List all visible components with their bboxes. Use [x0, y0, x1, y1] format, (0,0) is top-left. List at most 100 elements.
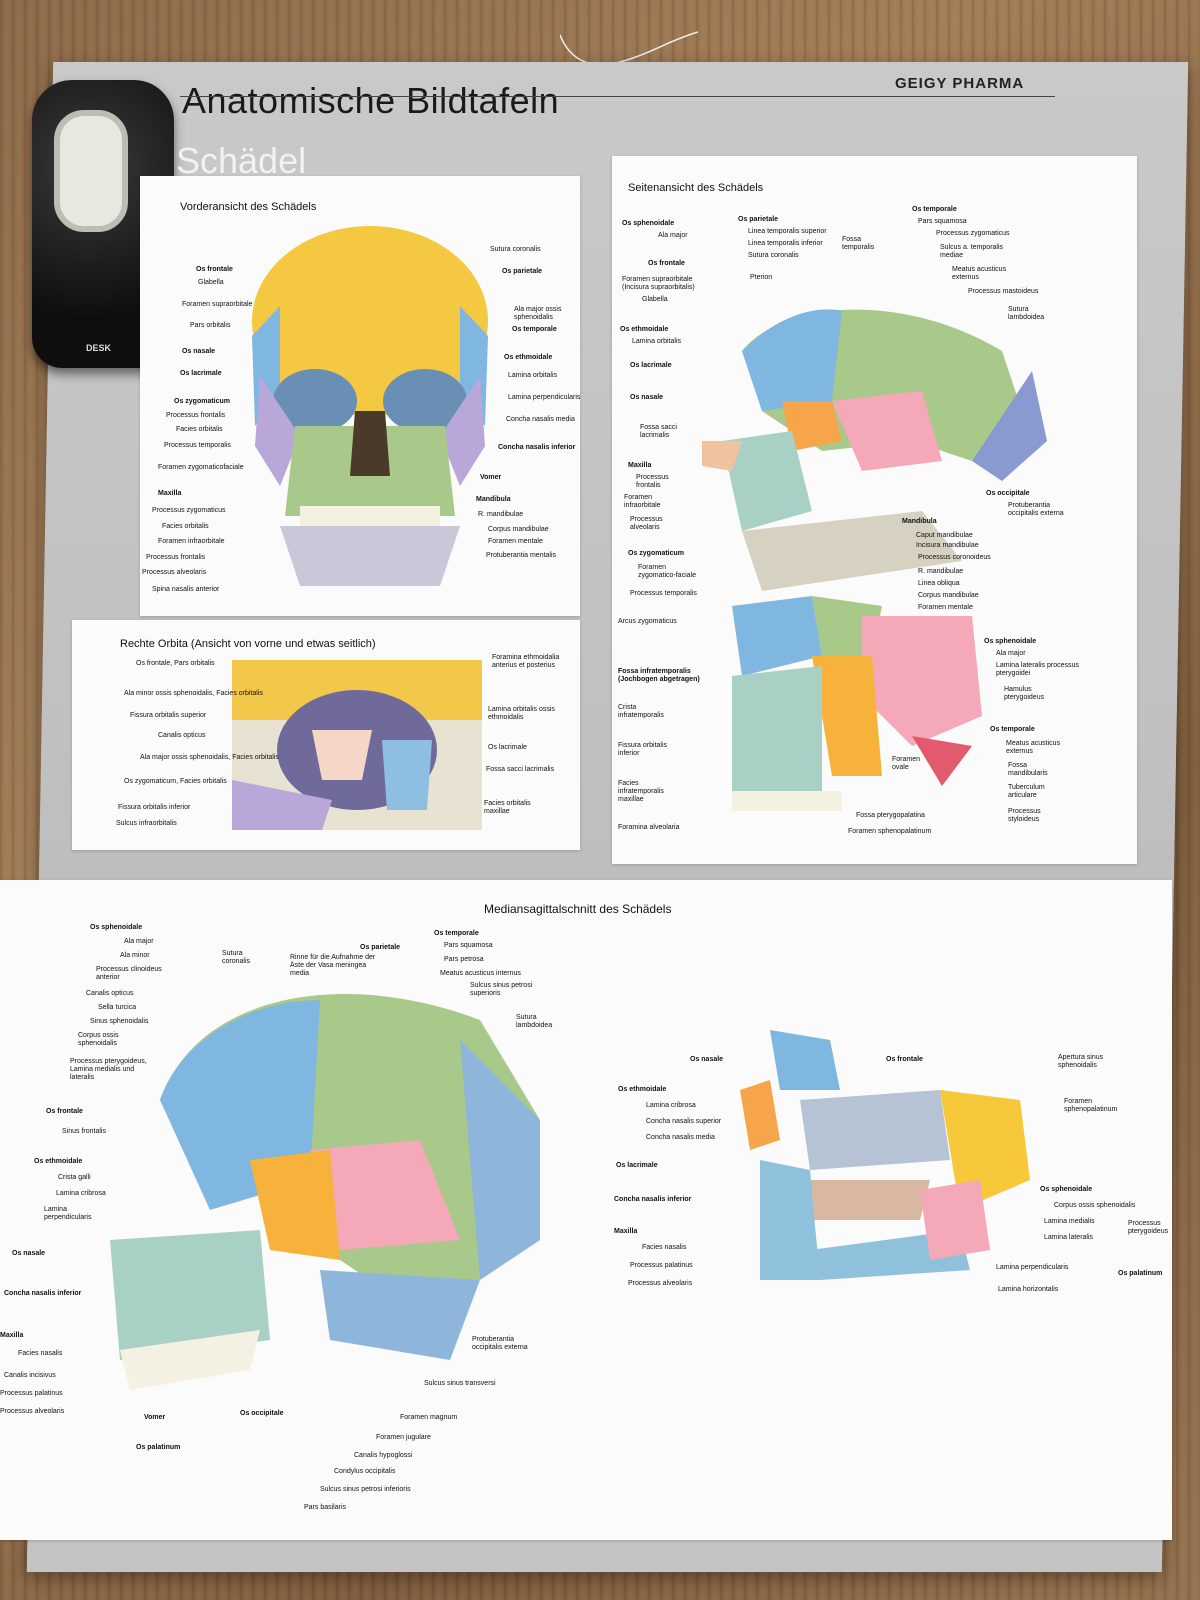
median-skull-illustration: [110, 994, 540, 1390]
label-os-nasale: Os nasale: [630, 394, 664, 401]
label-lamina-orbitalis: Lamina orbitalis: [632, 338, 682, 345]
label-fossa-pterygopalatina: Fossa pterygopalatina: [856, 812, 925, 819]
label-spina-nasalis-anterior: Spina nasalis anterior: [152, 586, 220, 593]
label-corpus-ossis-sphenoidalis: Corpus ossis sphenoidalis: [78, 1032, 119, 1048]
label-os-temporale: Os temporale: [512, 326, 557, 333]
label-sutura-coronalis: Sutura coronalis: [222, 950, 251, 966]
label-lamina-cribrosa: Lamina cribrosa: [56, 1190, 106, 1197]
label-foramen-jugulare: Foramen jugulare: [376, 1434, 431, 1441]
label-os-frontale: Os frontale: [648, 260, 685, 267]
label-lamina-lateralis: Lamina lateralis: [1044, 1234, 1094, 1241]
label-ala-minor: Ala minor ossis sphenoidalis, Facies orb…: [124, 690, 263, 697]
label-foramen-supraorbitale: Foramen supraorbitale: [182, 301, 253, 308]
label-ala-major-2: Ala major: [996, 650, 1026, 657]
label-linea-obliqua: Linea obliqua: [918, 580, 960, 587]
panel-title: Mediansagittalschnitt des Schädels: [484, 902, 672, 916]
label-pars-basilaris: Pars basilaris: [304, 1504, 347, 1511]
label-fossa-temporalis: Fossa temporalis: [842, 236, 875, 252]
label-concha-nasalis-media: Concha nasalis media: [646, 1134, 715, 1141]
label-os-sphenoidale: Os sphenoidale: [90, 924, 143, 931]
label-r-mandibulae: R. mandibulae: [918, 568, 964, 575]
label-os-ethmoidale: Os ethmoidale: [620, 326, 669, 333]
label-fossa-sacci-lacrimalis: Fossa sacci lacrimalis: [640, 424, 677, 440]
label-os-parietale: Os parietale: [502, 268, 543, 275]
label-os-temporale: Os temporale: [912, 206, 957, 213]
label-foramen-supraorbitale: Foramen supraorbitale (Incisura supraorb…: [622, 276, 695, 292]
label-os-lacrimale: Os lacrimale: [180, 370, 222, 377]
label-pars-squamosa: Pars squamosa: [444, 942, 493, 949]
label-corpus-ossis-sphenoidalis-2: Corpus ossis sphenoidalis: [1054, 1202, 1136, 1209]
label-os-ethmoidale: Os ethmoidale: [504, 354, 553, 361]
label-crista-galli: Crista galli: [58, 1174, 91, 1181]
label-lamina-perpendicularis: Lamina perpendicularis: [44, 1206, 92, 1222]
label-lamina-horizontalis: Lamina horizontalis: [998, 1286, 1059, 1293]
label-foramen-mentale: Foramen mentale: [918, 604, 973, 611]
label-processus-palatinus-2: Processus palatinus: [630, 1262, 693, 1269]
label-maxilla: Maxilla: [0, 1332, 24, 1339]
label-vomer: Vomer: [144, 1414, 166, 1421]
label-os-zygomaticum-facies: Os zygomaticum, Facies orbitalis: [124, 778, 227, 785]
label-corpus-mandibulae: Corpus mandibulae: [488, 526, 549, 533]
label-processus-zygomaticus: Processus zygomaticus: [936, 230, 1010, 237]
hanging-string: [560, 31, 699, 66]
label-os-sphenoidale-2: Os sphenoidale: [984, 638, 1037, 645]
label-facies-orbitalis-2: Facies orbitalis: [162, 523, 209, 530]
label-lamina-lateralis-pterygoidei: Lamina lateralis processus pterygoidei: [996, 662, 1079, 678]
label-processus-styloideus: Processus styloideus: [1008, 808, 1041, 824]
label-canalis-hypoglossi: Canalis hypoglossi: [354, 1452, 413, 1459]
label-lamina-orbitalis: Lamina orbitalis: [508, 372, 558, 379]
poster-subtitle: Schädel: [176, 140, 307, 181]
label-pterion: Pterion: [750, 274, 773, 281]
poster-title: Anatomische Bildtafeln: [182, 80, 560, 121]
label-processus-temporalis: Processus temporalis: [630, 590, 697, 597]
label-meatus-acusticus-externus-2: Meatus acusticus externus: [1006, 740, 1061, 756]
label-foramen-mentale: Foramen mentale: [488, 538, 543, 545]
label-maxilla: Maxilla: [628, 462, 652, 469]
label-os-frontale-2: Os frontale: [886, 1056, 923, 1063]
label-foramen-zygomaticofaciale: Foramen zygomaticofaciale: [158, 464, 244, 471]
label-processus-zygomaticus: Processus zygomaticus: [152, 507, 226, 514]
label-concha-nasalis-media: Concha nasalis media: [506, 416, 575, 423]
label-processus-clinoideus-anterior: Processus clinoideus anterior: [96, 966, 162, 982]
label-os-occipitale: Os occipitale: [240, 1410, 284, 1417]
orbit-illustration: [232, 660, 482, 830]
label-fissura-orbitalis-superior: Fissura orbitalis superior: [130, 712, 207, 719]
label-lamina-orbitalis-ethmoidalis: Lamina orbitalis ossis ethmoidalis: [488, 706, 555, 722]
nasal-cavity-illustration: [740, 1030, 1030, 1280]
label-lamina-cribrosa-2: Lamina cribrosa: [646, 1102, 696, 1109]
label-fossa-sacci-lacrimalis: Fossa sacci lacrimalis: [486, 766, 555, 773]
label-concha-nasalis-inferior: Concha nasalis inferior: [498, 444, 576, 451]
label-lamina-perpendicularis: Lamina perpendicularis: [508, 394, 581, 401]
label-protuberantia-occipitalis: Protuberantia occipitalis externa: [1008, 502, 1064, 518]
label-sutura-lambdoidea: Sutura lambdoidea: [516, 1014, 553, 1030]
label-mandibula: Mandibula: [902, 518, 937, 525]
label-r-mandibulae: R. mandibulae: [478, 511, 524, 518]
label-os-temporale-2: Os temporale: [990, 726, 1035, 733]
label-processus-frontalis-2: Processus frontalis: [146, 554, 206, 561]
skull-side-illustration: [702, 309, 1047, 591]
label-fossa-infratemporalis: Fossa infratemporalis (Jochbogen abgetra…: [618, 668, 700, 684]
label-apertura-sinus-sphenoidalis: Apertura sinus sphenoidalis: [1058, 1054, 1104, 1070]
label-sulcus-infraorbitalis: Sulcus infraorbitalis: [116, 820, 177, 827]
label-sinus-frontalis: Sinus frontalis: [62, 1128, 106, 1135]
brand-name: GEIGY PHARMA: [895, 75, 1025, 92]
label-foramen-infraorbitale: Foramen infraorbitale: [158, 538, 225, 545]
label-foramen-zygomatico-faciale: Foramen zygomatico-faciale: [638, 564, 696, 580]
label-fissura-orbitalis-inferior: Fissura orbitalis inferior: [118, 804, 191, 811]
label-foramen-sphenopalatinum: Foramen sphenopalatinum: [1064, 1098, 1118, 1114]
label-protuberantia-occipitalis-externa: Protuberantia occipitalis externa: [472, 1336, 528, 1352]
label-sulcus-sinus-petrosi-inferioris: Sulcus sinus petrosi inferioris: [320, 1486, 411, 1493]
label-processus-alveolaris: Processus alveolaris: [630, 516, 663, 532]
label-os-zygomaticum: Os zygomaticum: [628, 550, 685, 557]
label-meatus-acusticus-externus: Meatus acusticus externus: [952, 266, 1007, 282]
label-facies-nasalis-2: Facies nasalis: [642, 1244, 687, 1251]
label-crista-infratemporalis: Crista infratemporalis: [618, 704, 664, 720]
label-protuberantia-mentalis: Protuberantia mentalis: [486, 552, 557, 559]
label-maxilla: Maxilla: [158, 490, 182, 497]
label-os-ethmoidale: Os ethmoidale: [34, 1158, 83, 1165]
label-ala-major: Ala major: [124, 938, 154, 945]
label-sutura-coronalis: Sutura coronalis: [748, 252, 799, 259]
label-os-frontale-pars-orbitalis: Os frontale, Pars orbitalis: [136, 660, 215, 667]
label-pars-petrosa: Pars petrosa: [444, 956, 484, 963]
panel-title: Vorderansicht des Schädels: [180, 201, 317, 213]
